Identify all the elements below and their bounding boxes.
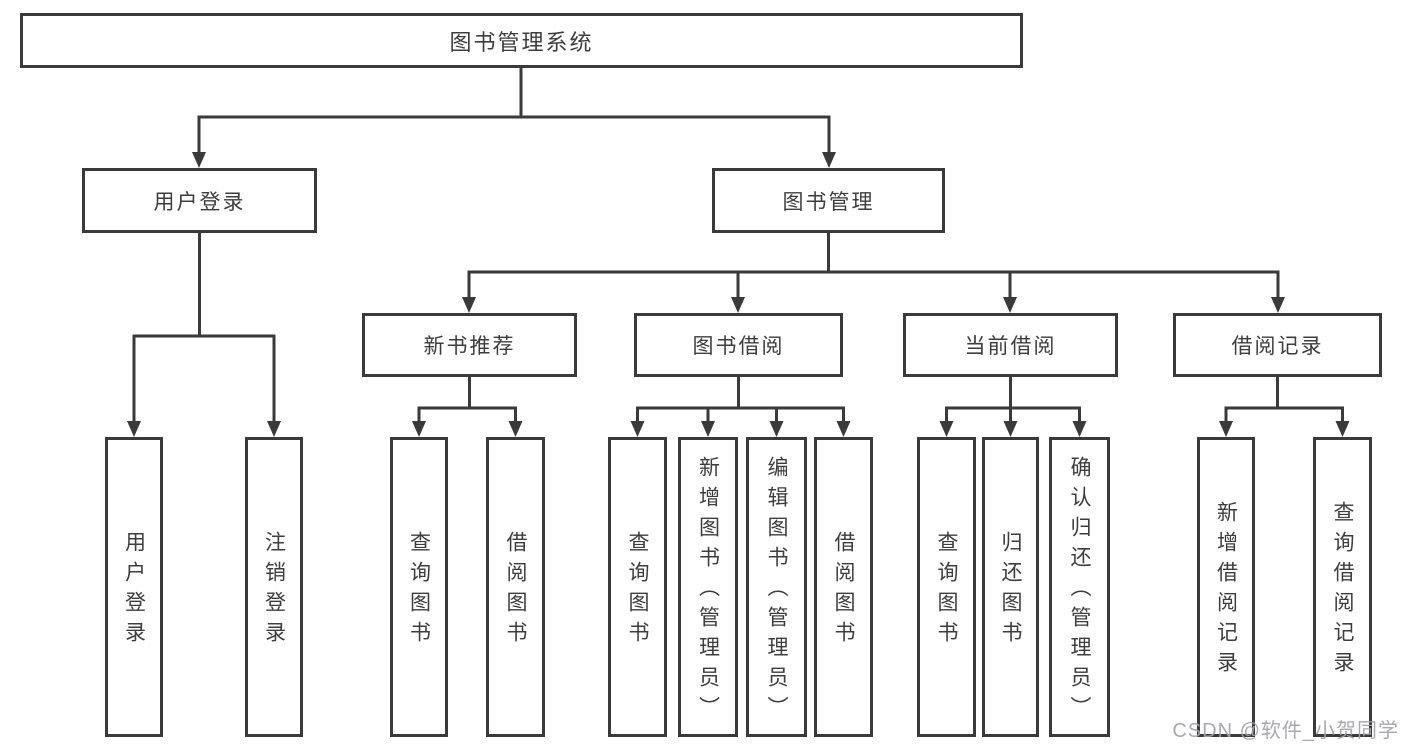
leaf-edit-book-admin: 编辑图书（管理员）	[746, 437, 807, 737]
leaf-query-books-current: 查询图书	[917, 437, 976, 737]
node-current-borrowing: 当前借阅	[903, 313, 1118, 377]
node-borrowing-records: 借阅记录	[1173, 313, 1382, 377]
leaf-return-book: 归还图书	[982, 437, 1039, 737]
leaf-user-login: 用户登录	[105, 437, 163, 737]
leaf-query-books-borrowing: 查询图书	[608, 437, 667, 737]
leaf-confirm-return-admin: 确认归还（管理员）	[1049, 437, 1110, 737]
leaf-logout-login: 注销登录	[245, 437, 303, 737]
leaf-add-book-admin: 新增图书（管理员）	[678, 437, 738, 737]
leaf-borrow-books-recommendation: 借阅图书	[486, 437, 545, 737]
node-library-management-system: 图书管理系统	[20, 13, 1023, 68]
node-user-login: 用户登录	[82, 168, 317, 233]
leaf-query-books-recommendation: 查询图书	[390, 437, 448, 737]
node-book-borrowing: 图书借阅	[634, 313, 843, 377]
watermark: CSDN @软件_小贺同学	[1172, 720, 1399, 742]
leaf-add-borrow-record: 新增借阅记录	[1197, 437, 1255, 737]
node-new-book-recommendation: 新书推荐	[362, 313, 577, 377]
leaf-query-borrow-record: 查询借阅记录	[1313, 437, 1372, 737]
node-book-management: 图书管理	[712, 168, 945, 233]
leaf-borrow-books-borrowing: 借阅图书	[814, 437, 873, 737]
